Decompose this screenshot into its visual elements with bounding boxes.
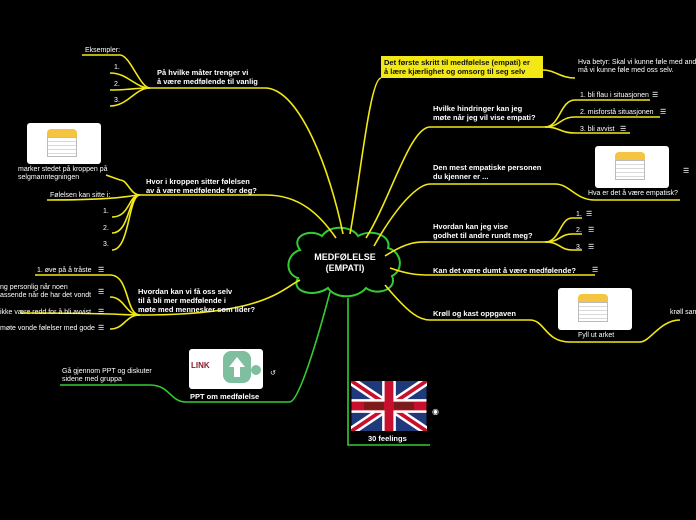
branch-body[interactable]: Hvor i kroppen sitter følelsen av å være… xyxy=(146,177,257,195)
link-icon[interactable]: ↺ xyxy=(270,370,276,377)
notes-icon[interactable]: ☰ xyxy=(592,267,599,274)
self-item[interactable]: ikke være redd for å bli avvist xyxy=(0,309,92,316)
branch-ways[interactable]: På hvilke måter trenger vi å være medføl… xyxy=(157,68,258,86)
link-logo: LINK xyxy=(191,361,210,370)
ways-item[interactable]: 3. xyxy=(114,97,120,104)
globe-icon[interactable]: ◉ xyxy=(432,407,439,416)
branch-self[interactable]: Hvordan kan vi få oss selv til å bli mer… xyxy=(138,287,256,314)
kindness-item[interactable]: 1. xyxy=(576,211,582,218)
task-note: krøll sam xyxy=(670,309,696,316)
hindrance-item[interactable]: 3. bli avvist xyxy=(580,126,615,133)
body-sub: Følelsen kan sitte i: xyxy=(50,192,111,199)
hindrance-item[interactable]: 1. bli flau i situasjonen xyxy=(580,92,649,99)
notes-icon[interactable]: ☰ xyxy=(98,289,105,296)
branch-empathic-person[interactable]: Den mest empatiske personen du kjenner e… xyxy=(433,163,542,181)
self-item[interactable]: møte vonde følelser med gode xyxy=(0,325,95,332)
notepad-image xyxy=(27,123,101,164)
central-topic[interactable]: MEDFØLELSE (EMPATI) xyxy=(314,252,376,273)
union-jack-image xyxy=(351,381,427,431)
ppt-note: Gå gjennom PPT og diskuter sidene med gr… xyxy=(62,368,152,383)
ways-item[interactable]: 1. xyxy=(114,64,120,71)
body-item[interactable]: 2. xyxy=(103,225,109,232)
notes-icon[interactable]: ☰ xyxy=(620,126,627,133)
bubble-icon xyxy=(251,365,261,375)
kindness-item[interactable]: 3. xyxy=(576,244,582,251)
body-caption: marker stedet på kroppen på selgmanntegn… xyxy=(18,166,108,181)
notepad-icon xyxy=(47,129,77,157)
notepad-icon xyxy=(615,152,645,180)
notes-icon[interactable]: ☰ xyxy=(586,211,593,218)
branch-task[interactable]: Krøll og kast oppgaven xyxy=(433,309,516,318)
body-item[interactable]: 1. xyxy=(103,208,109,215)
branch-ppt[interactable]: PPT om medfølelse xyxy=(190,392,260,401)
notes-icon[interactable]: ☰ xyxy=(660,109,667,116)
branch-stupid[interactable]: Kan det være dumt å være medfølende? xyxy=(433,266,576,275)
notes-icon[interactable]: ☰ xyxy=(588,227,595,234)
hindrance-item[interactable]: 2. misforstå situasjonen xyxy=(580,109,654,116)
notepad-icon xyxy=(578,294,608,322)
notes-icon[interactable]: ☰ xyxy=(683,168,690,175)
ways-examples: Eksempler: xyxy=(85,47,121,54)
notepad-image xyxy=(595,146,669,188)
self-item[interactable]: 1. øve på å tråste xyxy=(37,267,92,274)
upload-icon xyxy=(223,351,251,383)
notes-icon[interactable]: ☰ xyxy=(98,309,105,316)
task-caption: Fyll ut arket xyxy=(578,332,615,339)
empathic-caption: Hva er det å være empatisk? xyxy=(588,190,678,197)
first-step-note: Hva betyr: Skal vi kunne føle med andre … xyxy=(578,59,696,74)
branch-feelings[interactable]: 30 feelings xyxy=(368,434,407,443)
ppt-thumbnail: LINK xyxy=(189,349,263,389)
branch-kindness[interactable]: Hvordan kan jeg vise godhet til andre ru… xyxy=(433,222,533,240)
kindness-item[interactable]: 2. xyxy=(576,227,582,234)
notes-icon[interactable]: ☰ xyxy=(652,92,659,99)
body-item[interactable]: 3. xyxy=(103,241,109,248)
notepad-image xyxy=(558,288,632,330)
ways-item[interactable]: 2. xyxy=(114,81,120,88)
branch-hindrances[interactable]: Hvilke hindringer kan jeg møte når jeg v… xyxy=(433,104,536,122)
center-cloud xyxy=(287,226,401,298)
notes-icon[interactable]: ☰ xyxy=(98,325,105,332)
self-item[interactable]: ng personlig når noen assende når de har… xyxy=(0,284,92,299)
notes-icon[interactable]: ☰ xyxy=(588,244,595,251)
branch-first-step[interactable]: Det første skritt til medfølelse (empati… xyxy=(381,56,543,78)
notes-icon[interactable]: ☰ xyxy=(98,267,105,274)
